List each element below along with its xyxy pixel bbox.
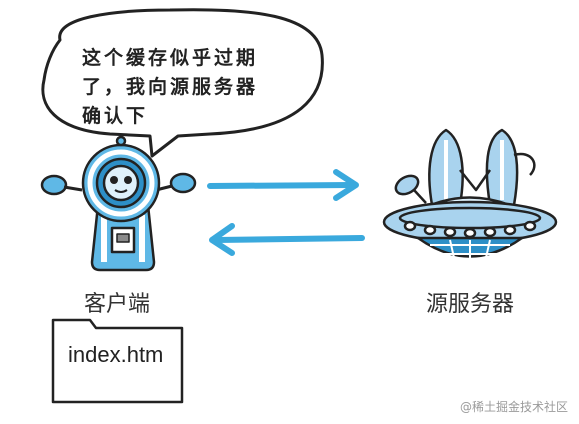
watermark: @稀土掘金技术社区 [460,400,569,414]
origin-server-ufo [382,128,558,266]
speech-bubble [41,8,324,158]
server-label: 源服务器 [426,292,515,317]
response-arrow [209,223,365,256]
speech-line-3: 确认下 [82,105,149,127]
speech-line-2: 了，我向源服务器 [82,76,259,98]
request-arrow [207,169,359,201]
file-name: index.htm [68,342,164,367]
file-icon [51,318,184,404]
speech-line-1: 这个缓存似乎过期 [82,47,259,69]
client-label: 客户端 [84,292,151,317]
speech-bubble-text: 这个缓存似乎过期 了，我向源服务器 确认下 [82,44,302,131]
client-robot [40,135,197,272]
